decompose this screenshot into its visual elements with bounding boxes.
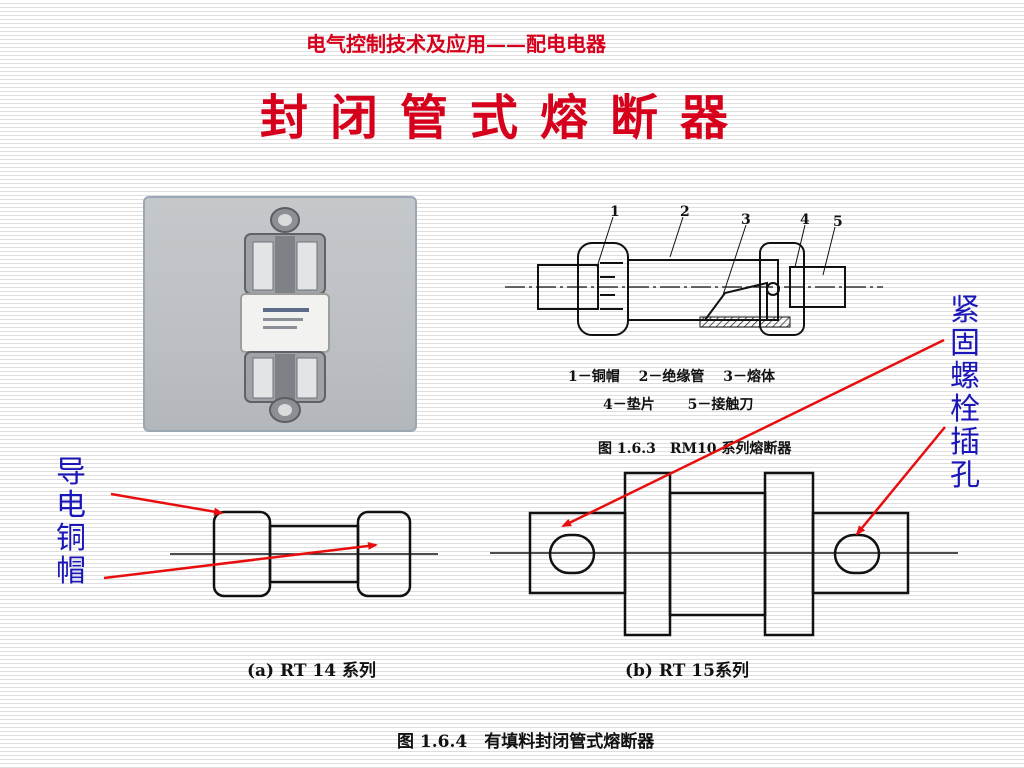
rt14-diagram [170, 510, 438, 598]
label-bolt-hole: 紧固螺栓插孔 [950, 293, 980, 493]
rm10-legend-line2: 4－垫片 5－接触刀 [603, 397, 754, 413]
part-number-4: 4 [800, 212, 810, 228]
rt15-diagram [490, 471, 958, 637]
label-copper-cap: 导电铜帽 [56, 455, 86, 589]
part-number-1: 1 [610, 204, 620, 220]
part-number-3: 3 [741, 212, 751, 228]
rm10-diagram [505, 216, 883, 336]
rm10-legend-line1: 1－铜帽 2－绝缘管 3－熔体 [568, 369, 775, 385]
fuse-photo-icon [240, 207, 330, 423]
course-title: 电气控制技术及应用——配电电器 [306, 32, 606, 56]
slide-title: 封闭管式熔断器 [259, 90, 750, 146]
figure-caption-main: 图 1.6.4 有填料封闭管式熔断器 [397, 732, 655, 752]
fuse-photo [143, 196, 417, 432]
rm10-caption: 图 1.6.3 RM10 系列熔断器 [598, 441, 792, 457]
caption-rt14: (a) RT 14 系列 [247, 661, 376, 681]
caption-rt15: (b) RT 15系列 [625, 661, 749, 681]
part-number-5: 5 [833, 214, 843, 230]
part-number-2: 2 [680, 204, 690, 220]
